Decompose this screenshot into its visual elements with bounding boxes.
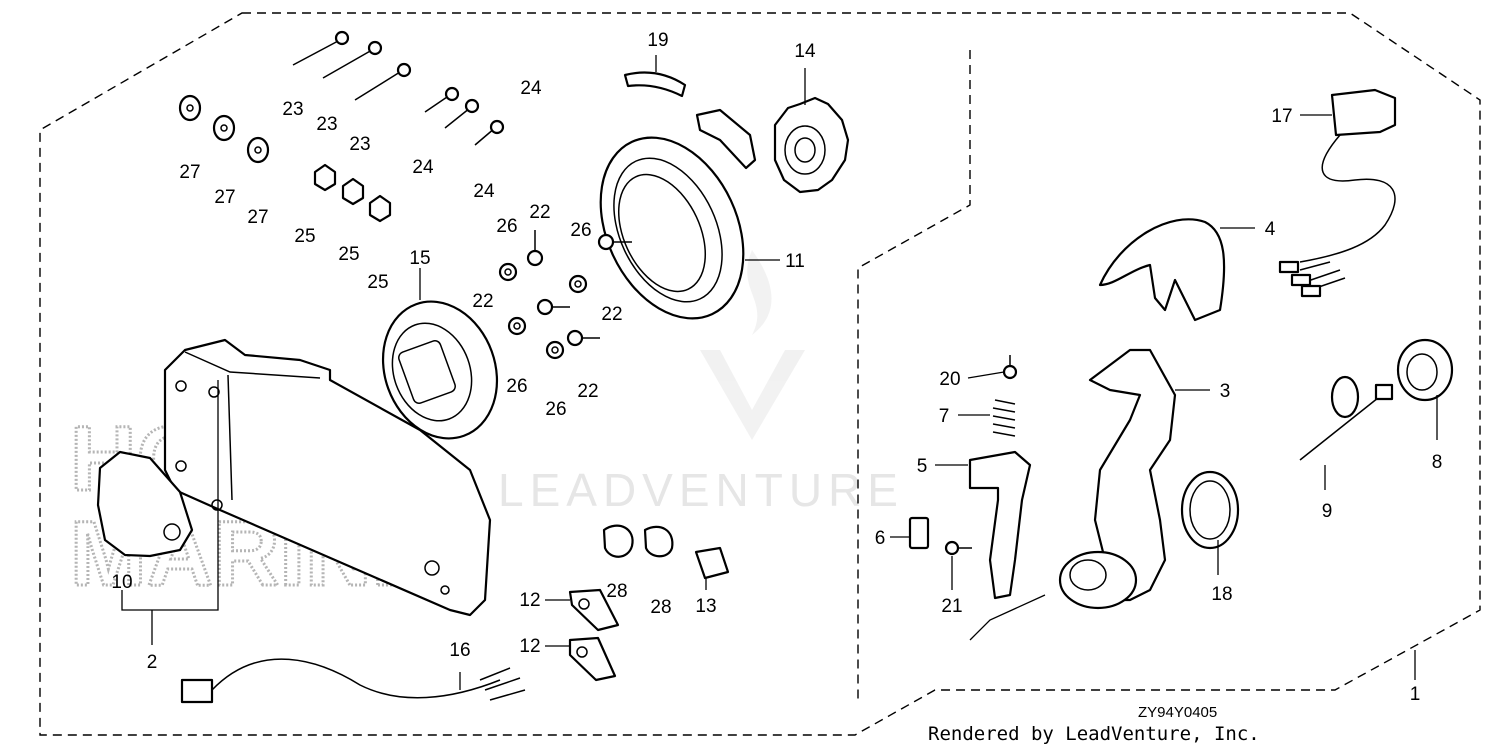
callout-11: 11 xyxy=(785,251,805,272)
screw-part-20 xyxy=(1002,355,1018,380)
cap-part-8 xyxy=(1396,338,1454,402)
plate-strip xyxy=(695,108,757,170)
callout-23c: 23 xyxy=(349,134,370,155)
nut-group-25 xyxy=(313,163,392,223)
washer-group-26 xyxy=(498,262,588,360)
cover-part-4 xyxy=(1098,218,1226,322)
washer-part-18 xyxy=(1180,470,1240,550)
callout-26b: 26 xyxy=(570,220,591,241)
callout-22c: 22 xyxy=(472,291,493,312)
washer-group-27 xyxy=(178,94,270,164)
harness-part-16 xyxy=(180,658,526,704)
callout-20: 20 xyxy=(939,369,960,390)
callout-26c: 26 xyxy=(506,376,527,397)
bracket-part-10 xyxy=(96,450,194,558)
ring-housing-part-11 xyxy=(599,136,745,320)
screw-group-24 xyxy=(424,86,505,146)
callout-28b: 28 xyxy=(650,597,671,618)
callout-15: 15 xyxy=(409,248,430,269)
callout-24c: 24 xyxy=(473,181,495,202)
callout-3: 3 xyxy=(1220,381,1231,402)
hub-plate-part-15 xyxy=(381,300,499,440)
spring-part-7 xyxy=(992,399,1016,437)
callout-18: 18 xyxy=(1211,584,1232,605)
screw-part-21 xyxy=(944,540,972,556)
clip-part-12b xyxy=(568,636,617,682)
callout-1: 1 xyxy=(1410,684,1421,705)
callout-27a: 27 xyxy=(179,162,200,183)
callout-9: 9 xyxy=(1322,501,1333,522)
subassembly-boundary xyxy=(857,50,971,700)
callout-22d: 22 xyxy=(577,381,598,402)
callout-25c: 25 xyxy=(367,272,388,293)
callout-8: 8 xyxy=(1432,452,1443,473)
callout-25a: 25 xyxy=(294,226,315,247)
callout-24a: 24 xyxy=(412,157,434,178)
callout-12a: 12 xyxy=(519,590,540,611)
callout-13: 13 xyxy=(695,596,716,617)
leader-lines xyxy=(121,55,1438,690)
lever-part-3 xyxy=(1058,348,1177,610)
callout-12b: 12 xyxy=(519,636,540,657)
block-part-13 xyxy=(694,546,730,580)
callout-14: 14 xyxy=(794,41,816,62)
callout-28a: 28 xyxy=(606,581,627,602)
callout-25b: 25 xyxy=(338,244,359,265)
vendor-logo-watermark xyxy=(700,250,805,440)
drawing-code: ZY94Y0405 xyxy=(1138,704,1217,721)
callout-21: 21 xyxy=(941,596,962,617)
callout-4: 4 xyxy=(1265,219,1276,240)
callout-17: 17 xyxy=(1271,106,1292,127)
arm-part-5 xyxy=(968,450,1032,600)
callout-27b: 27 xyxy=(214,187,235,208)
credit-text: Rendered by LeadVenture, Inc. xyxy=(928,723,1260,745)
callouts: 1 2 3 4 5 6 7 8 9 10 11 12 12 13 14 15 1… xyxy=(111,30,1442,705)
vendor-watermark: LEADVENTURE xyxy=(498,464,904,516)
control-box-body xyxy=(163,338,492,617)
bolt-group-23 xyxy=(292,30,412,101)
shim-part-19 xyxy=(623,71,687,98)
callout-27c: 27 xyxy=(247,207,268,228)
callout-24b: 24 xyxy=(520,78,542,99)
callout-10: 10 xyxy=(111,572,132,593)
callout-22a: 22 xyxy=(529,202,550,223)
clip-part-12a xyxy=(568,588,620,632)
callout-5: 5 xyxy=(917,456,928,477)
callout-26a: 26 xyxy=(496,216,517,237)
clip-part-28b xyxy=(643,525,674,558)
assembly-boundary xyxy=(39,12,1481,736)
callout-19: 19 xyxy=(647,30,668,51)
screw-group-22 xyxy=(526,230,632,347)
callout-23b: 23 xyxy=(316,114,337,135)
block-part-6 xyxy=(908,516,930,550)
callout-6: 6 xyxy=(875,528,886,549)
callout-7: 7 xyxy=(939,406,950,427)
shaft-part-9 xyxy=(1299,375,1394,461)
callout-26d: 26 xyxy=(545,399,566,420)
callout-2: 2 xyxy=(147,652,158,673)
clip-part-28a xyxy=(602,524,634,558)
switch-harness-part-17 xyxy=(1278,88,1397,298)
callout-16: 16 xyxy=(449,640,470,661)
callout-23a: 23 xyxy=(282,99,303,120)
gear-part-14 xyxy=(773,96,850,194)
callout-22b: 22 xyxy=(601,304,622,325)
